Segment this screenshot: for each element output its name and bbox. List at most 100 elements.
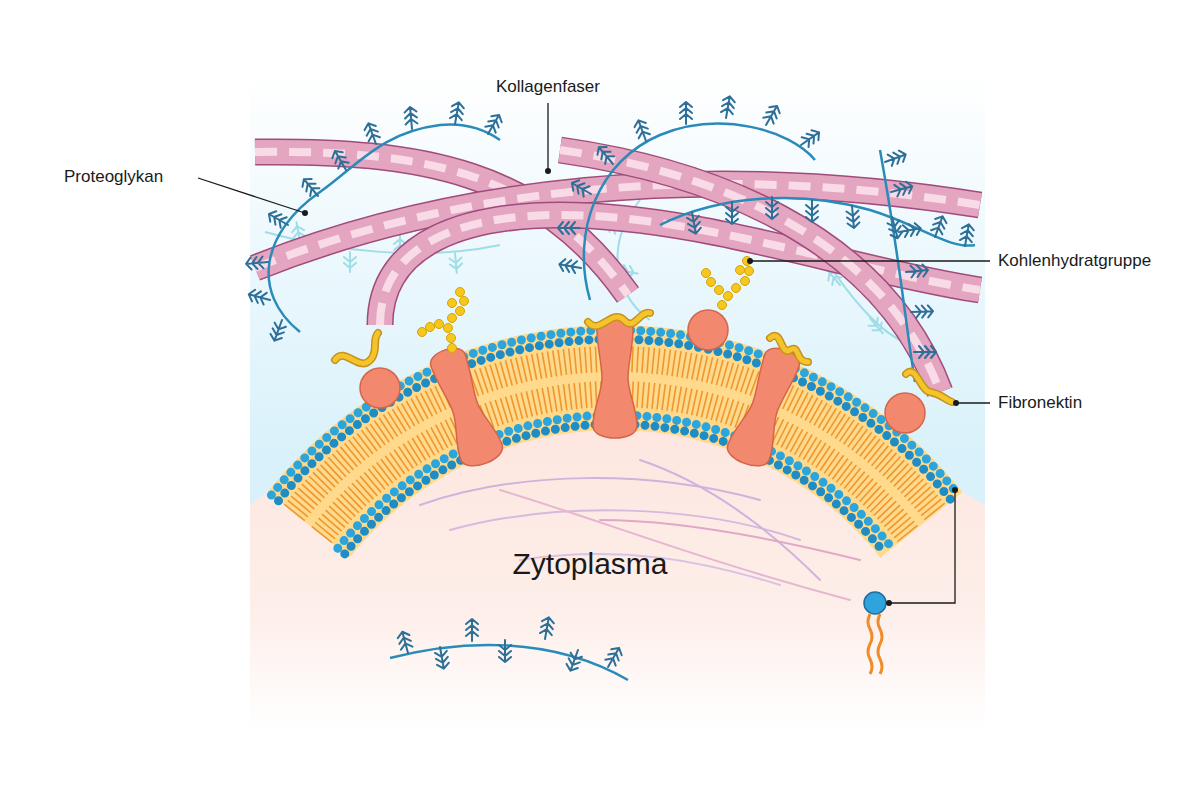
- glycan-branch: [686, 211, 702, 235]
- glycan-branch: [594, 143, 617, 168]
- glycan-branch: [633, 118, 652, 143]
- cytoskeleton: [420, 460, 860, 600]
- glycan-branch: [344, 252, 356, 272]
- core-protein: [390, 645, 628, 680]
- glycan-branch: [434, 646, 450, 670]
- transmembrane-protein: [424, 343, 507, 471]
- sugar-unit: [456, 307, 465, 316]
- fibronectin-outline: [335, 333, 378, 363]
- leader-dot: [886, 600, 892, 606]
- sugar-unit: [707, 278, 716, 287]
- carbohydrate-chains: [418, 257, 754, 353]
- leader-lines: [198, 103, 990, 603]
- sugar-unit: [460, 297, 469, 306]
- leader-line: [198, 178, 305, 213]
- glycan-branch: [363, 121, 382, 146]
- core-protein: [269, 124, 500, 332]
- sugar-unit: [444, 324, 453, 333]
- glycan-branch: [397, 630, 414, 654]
- glycan-branch: [247, 289, 271, 306]
- fibronectin-strand: [588, 313, 650, 326]
- proteoglycans: [269, 124, 975, 680]
- peripheral-protein: [688, 310, 728, 350]
- glycan-branch: [565, 648, 584, 673]
- glycan-branch: [483, 112, 504, 137]
- glycan-branch: [449, 252, 463, 273]
- fibronectin-strand: [770, 336, 808, 362]
- leader-line: [547, 103, 548, 170]
- glycan-branch: [798, 127, 823, 149]
- glycan-branches: [246, 95, 975, 672]
- extracellular-ground: [250, 70, 985, 730]
- sugar-unit: [702, 269, 711, 278]
- sugar-unit: [736, 266, 745, 275]
- glycan-branch: [886, 215, 903, 239]
- sugar-unit: [435, 320, 444, 329]
- glycan-branch: [269, 318, 288, 343]
- peripheral-protein: [885, 393, 925, 433]
- leader-line: [956, 402, 990, 403]
- glycan-branch: [846, 205, 860, 228]
- fibronectin-strand: [335, 333, 378, 363]
- leader-dot: [545, 168, 551, 174]
- glycan-branch: [806, 200, 818, 222]
- glycan-branch: [911, 305, 933, 318]
- glycan-branch: [914, 346, 936, 358]
- sugar-unit: [724, 292, 733, 301]
- fibronectin-outline: [770, 336, 808, 362]
- glycan-branch: [330, 148, 351, 173]
- sugar-unit: [732, 284, 741, 293]
- part-label: Proteoglykan: [64, 167, 163, 187]
- transmembrane-protein: [724, 343, 807, 471]
- leader-line: [889, 490, 955, 603]
- glycan-branch: [499, 640, 511, 662]
- glycan-branch: [558, 222, 580, 234]
- glycan-branch: [898, 222, 922, 238]
- phospholipid-symbol: [864, 592, 886, 674]
- glycan-branch: [603, 645, 624, 670]
- sugar-unit: [741, 277, 750, 286]
- leader-line: [750, 260, 990, 261]
- glycan-branch: [905, 264, 928, 278]
- fibronectin-strand: [906, 372, 952, 402]
- glycan-branch: [726, 202, 738, 224]
- glycan-branch: [720, 95, 736, 119]
- leader-dot: [952, 487, 958, 493]
- sugar-unit: [456, 288, 465, 297]
- sugar-unit: [448, 344, 457, 353]
- glycan-branch: [680, 102, 692, 124]
- core-protein: [660, 198, 975, 246]
- part-label: Zytoplasma: [512, 546, 667, 582]
- part-label: Kohlenhydratgruppe: [998, 251, 1151, 271]
- glycan-branch: [558, 258, 582, 274]
- membrane-proteins: [360, 310, 925, 471]
- core-protein: [584, 124, 815, 300]
- glycan-branch: [404, 107, 418, 130]
- glycan-branch: [466, 619, 478, 641]
- fibronectin: [335, 313, 952, 402]
- glycan-branch: [761, 103, 782, 128]
- glycan-branch: [246, 256, 269, 270]
- leader-dot: [953, 400, 959, 406]
- sugar-unit: [715, 286, 724, 295]
- transmembrane-protein: [593, 318, 637, 439]
- glycan-branch: [569, 178, 594, 199]
- leader-dot: [747, 258, 753, 264]
- sugar-unit: [448, 314, 457, 323]
- sugar-unit: [718, 301, 727, 310]
- glycan-branch: [449, 101, 465, 125]
- peripheral-protein: [360, 368, 400, 408]
- lipid-heads: [345, 424, 885, 554]
- fibronectin-outline: [906, 372, 952, 402]
- glycan-branch: [299, 175, 322, 200]
- glycan-branch: [883, 149, 908, 168]
- part-label: Fibronektin: [998, 393, 1082, 413]
- leader-dots: [302, 168, 959, 606]
- sugar-unit: [418, 328, 427, 337]
- sugar-unit: [745, 267, 754, 276]
- glycan-branch: [959, 223, 975, 247]
- fibronectin-outline: [588, 313, 650, 326]
- leader-dot: [302, 210, 308, 216]
- glycan-branch: [266, 209, 291, 230]
